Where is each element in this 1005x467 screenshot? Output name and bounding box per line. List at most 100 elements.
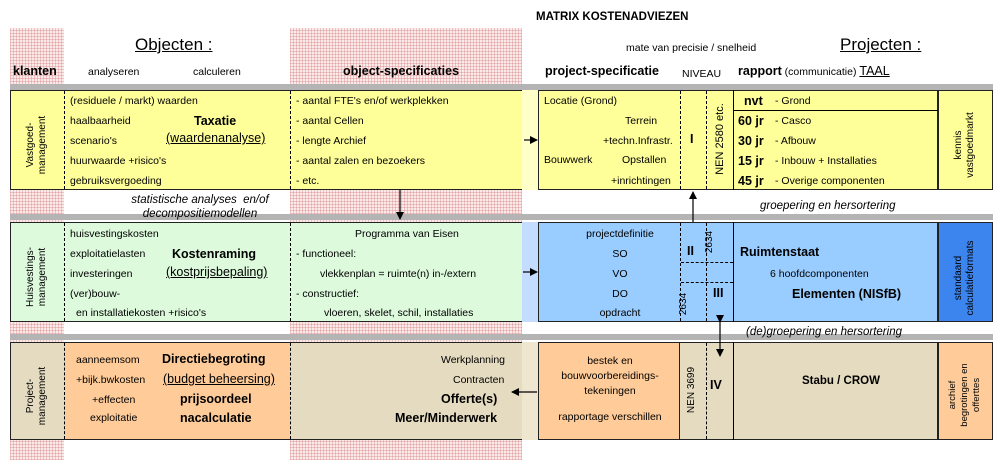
kennis-vastgoedmarkt-box <box>938 90 993 190</box>
vastgoed-objecten-box <box>10 90 523 190</box>
analyseren-heading: analyseren <box>88 66 140 78</box>
rapport-year: 45 jr <box>738 174 764 188</box>
objecten-heading: Objecten : <box>135 35 213 54</box>
niveau-ii: II <box>687 244 694 258</box>
row3-line: exploitatie <box>90 412 138 424</box>
row2-spec: vlekkenplan = ruimte(n) in-/extern <box>320 268 477 280</box>
row1-line: gebruiksvergoeding <box>70 175 162 187</box>
directiebegroting-area <box>65 343 290 439</box>
divider-band <box>10 84 993 90</box>
rapport-year: 60 jr <box>738 114 764 128</box>
budget-beheersing-label: (budget beheersing) <box>163 372 275 386</box>
row3-left-strip <box>522 342 538 440</box>
nacalculatie-label: nacalculatie <box>180 411 252 425</box>
rapport-item: - Grond <box>775 95 811 107</box>
stabu-crow-label: Stabu / CROW <box>802 375 880 387</box>
row1-line: scenario's <box>70 135 117 147</box>
elementen-label: Elementen (NISfB) <box>792 287 902 301</box>
projecten-heading: Projecten : <box>840 35 922 54</box>
row1-line: huurwaarde +risico's <box>70 155 167 167</box>
row3-proj: bestek en <box>587 355 633 367</box>
waardenanalyse-label: (waardenanalyse) <box>166 131 266 145</box>
project-spec-heading: project-specificatie <box>545 64 659 78</box>
huisvesting-project-box <box>538 222 938 322</box>
row3-spec: Werkplanning <box>441 354 506 366</box>
hoofdcomponenten-label: 6 hoofdcomponenten <box>770 268 869 280</box>
row1-line: (residuele / markt) waarden <box>70 95 198 107</box>
row3-proj: bouwvoorbereidings- <box>561 370 659 382</box>
statistische-analyses-label: statistische analyses en/of decompositie… <box>131 194 269 220</box>
programma-van-eisen: Programma van Eisen <box>355 228 459 240</box>
row1-proj-left: Bouwwerk <box>544 154 593 166</box>
rapport-year: nvt <box>744 94 763 108</box>
row1-proj-left: Locatie (Grond) <box>544 95 617 107</box>
rapport-item: - Afbouw <box>775 135 816 147</box>
taal-label: TAAL <box>859 64 890 78</box>
row1-proj-right: Terrein <box>625 115 658 127</box>
niveau-iii: III <box>713 286 724 300</box>
niveau-heading: NIVEAU <box>682 68 722 80</box>
page-title: MATRIX KOSTENADVIEZEN <box>536 11 689 23</box>
project-stabu-box <box>679 342 938 440</box>
row1-spec: - etc. <box>296 175 320 187</box>
taxatie-title: Taxatie <box>194 114 237 128</box>
rapport-item: - Casco <box>775 115 812 127</box>
row3-spec: Contracten <box>453 374 505 386</box>
rapport-item: - Overige componenten <box>775 175 885 187</box>
row2-line: en installatiekosten +risico's <box>76 307 207 319</box>
vastgoed-project-box <box>538 90 938 190</box>
row2-proj: VO <box>612 268 628 280</box>
directiebegroting-title: Directiebegroting <box>162 352 266 366</box>
row2-proj: projectdefinitie <box>586 228 654 240</box>
kostprijsbepaling-label: (kostprijsbepaling) <box>166 265 268 279</box>
row3-proj: rapportage verschillen <box>558 411 662 423</box>
row2-spec: vloeren, skelet, schil, installaties <box>324 307 474 319</box>
ruimtenstaat-label: Ruimtenstaat <box>740 245 820 259</box>
row2-line: exploitatielasten <box>70 248 146 260</box>
groepering-label: groepering en hersortering <box>760 200 896 212</box>
rapport-year: 15 jr <box>738 154 764 168</box>
row2-spec: - constructief: <box>296 288 360 300</box>
standaard-calculatieformats-box <box>938 222 993 322</box>
row2-line: (ver)bouw- <box>70 288 121 300</box>
archief-box <box>938 342 993 440</box>
row3-proj: tekeningen <box>584 385 636 397</box>
niveau-i: I <box>690 132 694 146</box>
row2-proj: DO <box>612 288 628 300</box>
communicatie-label: (communicatie) <box>784 66 857 78</box>
rapport-heading: rapport (communicatie) TAAL <box>738 64 890 78</box>
row1-spec: - aantal zalen en bezoekers <box>296 155 425 167</box>
rapport-year: 30 jr <box>738 134 764 148</box>
row1-proj-right: Opstallen <box>622 154 667 166</box>
calculeren-heading: calculeren <box>193 66 241 78</box>
rapport-label: rapport <box>738 64 782 78</box>
offerte-label: Offerte(s) <box>441 392 498 406</box>
prijsoordeel-label: prijsoordeel <box>180 392 252 406</box>
row2-line: investeringen <box>70 268 133 280</box>
row1-spec: - lengte Archief <box>296 135 367 147</box>
row1-line: haalbaarheid <box>70 115 131 127</box>
degroepering-label: (de)groepering en hersortering <box>746 326 902 338</box>
meer-minderwerk-label: Meer/Minderwerk <box>395 411 498 425</box>
divider-band <box>10 214 993 220</box>
precision-label: mate van precisie / snelheid <box>626 42 757 54</box>
row1-proj-right: +inrichtingen <box>611 175 671 187</box>
row3-line: aanneemsom <box>76 354 140 366</box>
row1-spec: - aantal FTE's en/of werkplekken <box>296 95 449 107</box>
kostenraming-title: Kostenraming <box>172 247 257 261</box>
row3-line: +effecten <box>92 394 136 406</box>
row1-spec: - aantal Cellen <box>296 115 364 127</box>
row2-line: huisvestingskosten <box>70 228 159 240</box>
divider-band <box>10 334 993 340</box>
rapport-item: - Inbouw + Installaties <box>775 155 877 167</box>
niveau-iv: IV <box>710 378 722 392</box>
row3-line: +bijk.bwkosten <box>76 374 146 386</box>
row1-proj-right: +techn.Infrastr. <box>603 135 673 147</box>
row2-proj: SO <box>612 248 628 260</box>
object-spec-heading: object-specificaties <box>343 64 460 78</box>
row2-proj: opdracht <box>599 307 641 319</box>
huisvesting-objecten-box <box>10 222 523 322</box>
klanten-heading: klanten <box>13 64 57 78</box>
row2-spec: - functioneel: <box>296 248 357 260</box>
